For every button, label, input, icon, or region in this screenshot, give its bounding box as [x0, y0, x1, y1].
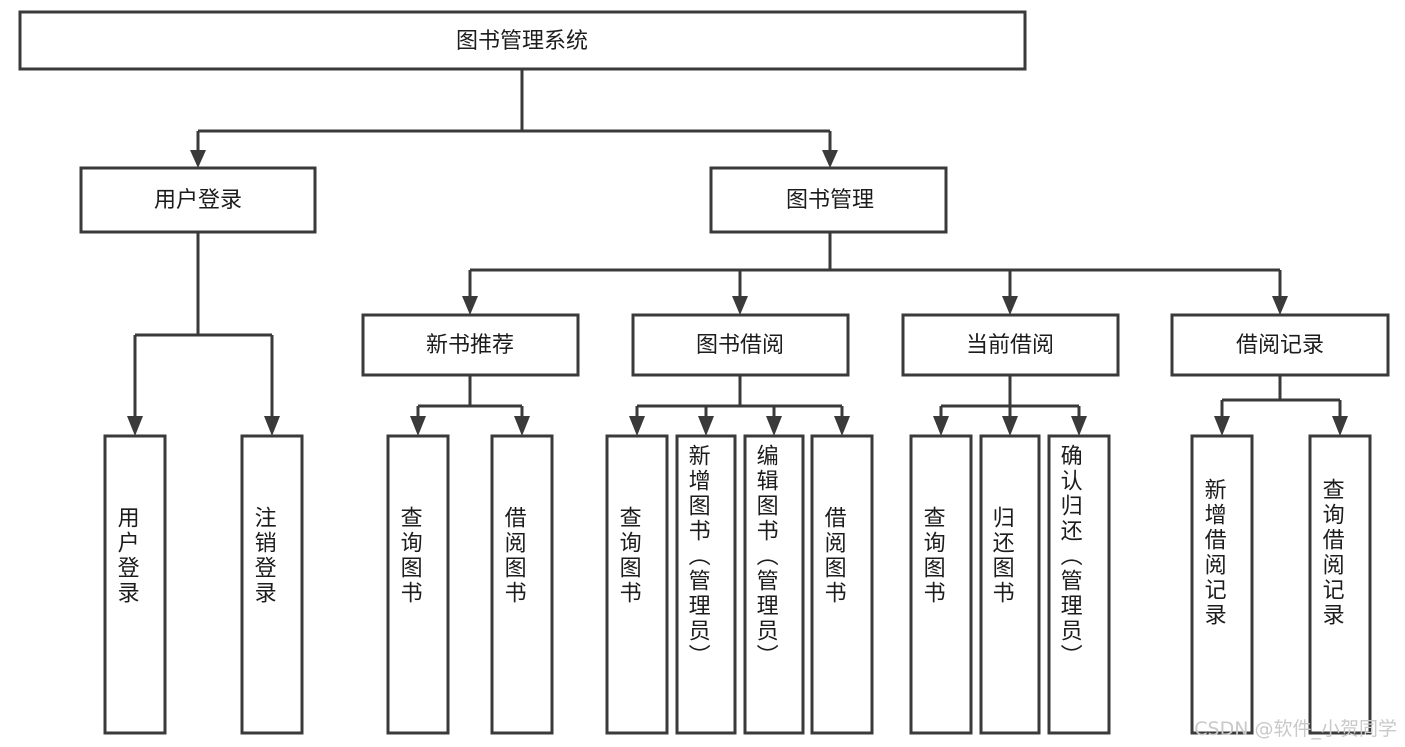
arrow-current-borrow-leaf-1	[933, 416, 949, 436]
node-borrow-record-label: 借阅记录	[1236, 333, 1324, 358]
node-root-box[interactable]	[18, 10, 1027, 71]
leaf-new-book-2-box[interactable]	[490, 434, 554, 735]
node-book-manage-label: 图书管理	[786, 188, 874, 213]
arrow-current-borrow	[1002, 296, 1018, 315]
node-new-book-box[interactable]	[361, 313, 580, 377]
leaf-new-book-1-box[interactable]	[386, 434, 450, 735]
leaf-book-borrow-1-box[interactable]	[605, 434, 669, 735]
arrow-book-borrow-leaf-2	[698, 416, 714, 436]
node-current-borrow-box[interactable]	[901, 313, 1120, 377]
node-layer: 图书管理系统 用户登录 图书管理 新书推荐 图书借阅 当前借阅 借阅记录	[18, 10, 1390, 735]
arrow-borrow-record-leaf-2	[1332, 416, 1348, 436]
node-root-label: 图书管理系统	[456, 29, 588, 54]
node-user-login-box[interactable]	[79, 166, 317, 234]
arrow-book-borrow-leaf-4	[834, 416, 850, 436]
leaf-current-borrow-3-box[interactable]	[1047, 434, 1111, 735]
leaf-borrow-record-1-box[interactable]	[1190, 434, 1254, 735]
connector-layer	[127, 69, 1348, 436]
arrow-user-login-leaf-2	[264, 416, 280, 436]
arrow-current-borrow-leaf-3	[1071, 416, 1087, 436]
node-current-borrow-label: 当前借阅	[966, 333, 1054, 358]
arrow-new-book	[462, 296, 478, 315]
node-borrow-record-box[interactable]	[1170, 313, 1390, 377]
node-book-manage-box[interactable]	[709, 166, 948, 234]
arrow-book-borrow-leaf-3	[766, 416, 782, 436]
leaf-borrow-record-2-box[interactable]	[1308, 434, 1372, 735]
node-user-login-label: 用户登录	[154, 188, 242, 213]
arrow-new-book-leaf-2	[514, 416, 530, 436]
leaf-current-borrow-2-box[interactable]	[979, 434, 1041, 735]
arrow-borrow-record	[1272, 296, 1288, 315]
arrow-book-borrow	[732, 296, 748, 315]
leaf-user-login-2-box[interactable]	[240, 434, 304, 735]
leaf-book-borrow-3-box[interactable]	[743, 434, 805, 735]
arrow-book-manage	[822, 150, 838, 168]
arrow-book-borrow-leaf-1	[629, 416, 645, 436]
arrow-borrow-record-leaf-1	[1214, 416, 1230, 436]
node-new-book-label: 新书推荐	[426, 333, 514, 358]
arrow-current-borrow-leaf-2	[1002, 416, 1018, 436]
leaf-book-borrow-2-box[interactable]	[675, 434, 737, 735]
arrow-user-login-leaf-1	[127, 416, 143, 436]
leaf-user-login-1-box[interactable]	[103, 434, 167, 735]
node-book-borrow-label: 图书借阅	[696, 333, 784, 358]
node-book-borrow-box[interactable]	[631, 313, 850, 377]
leaf-current-borrow-1-box[interactable]	[909, 434, 973, 735]
arrow-new-book-leaf-1	[410, 416, 426, 436]
leaf-book-borrow-4-box[interactable]	[810, 434, 874, 735]
arrow-user-login	[190, 150, 206, 168]
